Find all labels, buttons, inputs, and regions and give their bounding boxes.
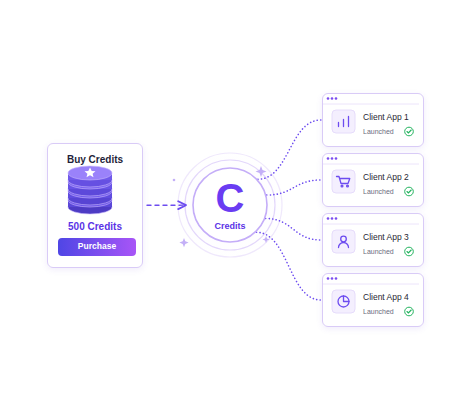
buy-credits-card: Buy Credits 500 CreditsPurchase bbox=[47, 143, 143, 268]
client-app-card: Client App 1 Launched bbox=[322, 93, 424, 147]
app-name: Client App 4 bbox=[363, 293, 409, 303]
app-name: Client App 1 bbox=[363, 113, 409, 123]
logo-letter: C bbox=[192, 175, 268, 221]
sparkles bbox=[173, 166, 270, 247]
coin-stack bbox=[68, 166, 112, 214]
status-text: Launched bbox=[363, 188, 394, 196]
status-text: Launched bbox=[363, 128, 394, 136]
credits-hub: CCredits bbox=[192, 167, 268, 243]
app-name: Client App 3 bbox=[363, 233, 409, 243]
glow bbox=[172, 147, 288, 263]
credit-amount: 500 Credits bbox=[48, 221, 142, 233]
dotted-connector bbox=[266, 219, 321, 240]
status-text: Launched bbox=[363, 308, 394, 316]
card-title: Buy Credits bbox=[48, 154, 142, 166]
circle-border bbox=[193, 168, 267, 242]
card-details bbox=[323, 217, 419, 256]
card-details bbox=[323, 157, 419, 196]
ring bbox=[178, 153, 282, 257]
app-name: Client App 2 bbox=[363, 173, 409, 183]
dashed-arrow bbox=[147, 204, 186, 206]
client-app-card: Client App 3 Launched bbox=[322, 213, 424, 267]
card-details bbox=[323, 277, 419, 316]
purchase-button: Purchase bbox=[58, 238, 136, 256]
hub-label: Credits bbox=[192, 221, 268, 231]
ring bbox=[185, 160, 275, 250]
dotted-connector bbox=[258, 120, 321, 179]
status-text: Launched bbox=[363, 248, 394, 256]
dotted-connector bbox=[267, 180, 321, 195]
dotted-connector bbox=[256, 232, 321, 300]
client-app-card: Client App 2 Launched bbox=[322, 153, 424, 207]
client-app-card: Client App 4 Launched bbox=[322, 273, 424, 327]
card-details bbox=[323, 97, 419, 136]
button-label: Purchase bbox=[58, 242, 136, 252]
